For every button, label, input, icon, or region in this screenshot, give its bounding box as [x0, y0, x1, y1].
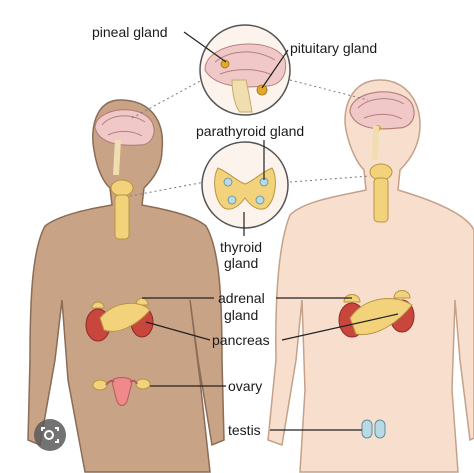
inset-parathyroid-4: [256, 196, 264, 204]
thyroid-callout-right: [290, 176, 370, 182]
inset-parathyroid-3: [228, 196, 236, 204]
thyroid-inset: [202, 142, 288, 228]
male-trachea: [374, 178, 388, 222]
label-testis: testis: [228, 422, 261, 438]
label-ovary: ovary: [228, 378, 262, 394]
brain-callout-left: [132, 80, 202, 118]
female-figure: [28, 100, 224, 472]
label-pituitary-gland: pituitary gland: [290, 40, 377, 56]
label-adrenal: adrenal: [218, 290, 265, 306]
female-body: [28, 100, 224, 472]
label-thyroid-gland: gland: [224, 255, 258, 271]
brain-inset: [200, 25, 290, 115]
google-lens-button[interactable]: [34, 419, 66, 451]
inset-pituitary: [257, 85, 267, 95]
inset-parathyroid-1: [224, 178, 232, 186]
male-testis-left: [362, 420, 372, 438]
male-testis-right: [375, 420, 385, 438]
female-spinal-cord: [116, 140, 118, 175]
label-thyroid: thyroid: [220, 239, 262, 255]
label-parathyroid-gland: parathyroid gland: [196, 123, 304, 139]
label-pancreas: pancreas: [212, 332, 270, 348]
female-ovary-left: [93, 380, 107, 390]
female-trachea: [115, 195, 129, 239]
female-brain: [95, 110, 154, 146]
female-thyroid: [111, 180, 133, 196]
male-spinal-cord: [375, 126, 376, 160]
female-ovary-right: [136, 379, 150, 389]
label-adrenal-gland: gland: [224, 307, 258, 323]
label-pineal-gland: pineal gland: [92, 24, 168, 40]
